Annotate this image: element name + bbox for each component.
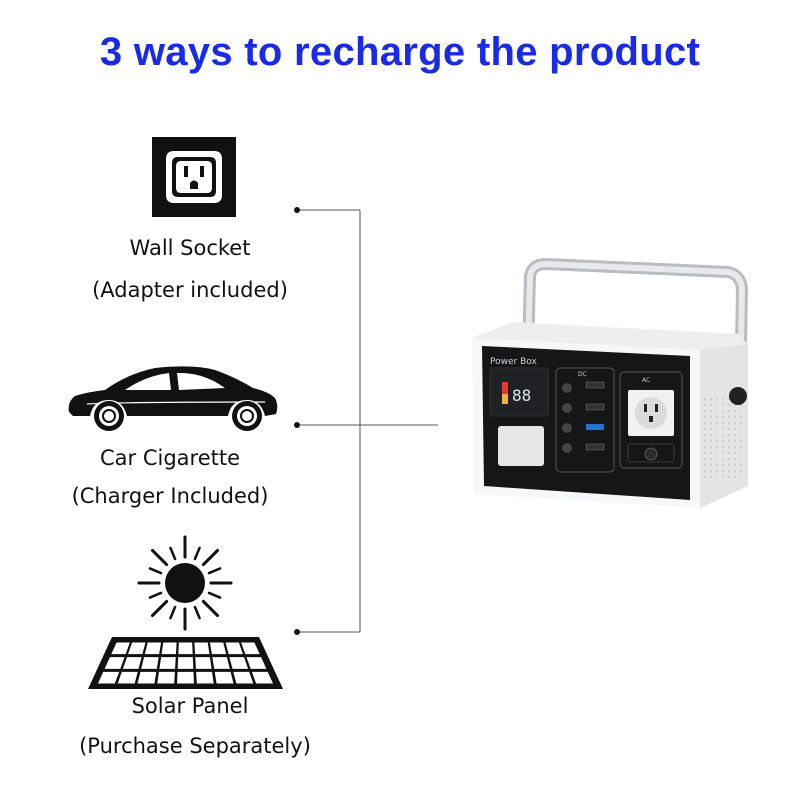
sun-ray bbox=[150, 548, 169, 567]
sun-ray bbox=[193, 546, 201, 561]
solar-cell bbox=[209, 642, 227, 655]
solar-cell bbox=[241, 642, 260, 655]
solar-note: (Purchase Separately) bbox=[79, 734, 311, 758]
solar-cell bbox=[144, 642, 162, 655]
solar-cell bbox=[195, 657, 212, 669]
solar-cell bbox=[229, 657, 249, 669]
sun-ray bbox=[169, 605, 177, 620]
dc-label: DC bbox=[578, 371, 587, 378]
solar-cell bbox=[233, 671, 254, 684]
car-icon bbox=[65, 362, 280, 434]
solar-cell bbox=[117, 671, 138, 684]
wall-socket-name: Wall Socket bbox=[129, 236, 251, 260]
sun-ray bbox=[150, 599, 169, 618]
car-note: (Charger Included) bbox=[71, 484, 269, 508]
solar-cell bbox=[157, 671, 175, 684]
solar-cell bbox=[178, 642, 193, 655]
sun-ray bbox=[148, 567, 163, 575]
solar-cell bbox=[161, 642, 177, 655]
sun-ray bbox=[169, 546, 177, 561]
sun-ray bbox=[201, 548, 220, 567]
connector-dot bbox=[294, 422, 300, 428]
ac-label: AC bbox=[642, 377, 650, 384]
display-readout: 88 bbox=[512, 386, 531, 405]
solar-cell bbox=[246, 657, 267, 669]
sun-ray bbox=[201, 599, 220, 618]
wall-socket-icon bbox=[152, 137, 236, 217]
sun-ray bbox=[148, 591, 163, 599]
solar-cell bbox=[159, 657, 176, 669]
solar-cell bbox=[122, 657, 142, 669]
sun-icon bbox=[137, 535, 233, 631]
connector-dot bbox=[294, 207, 300, 213]
solar-cell bbox=[214, 671, 234, 684]
solar-cell bbox=[194, 642, 210, 655]
solar-cell bbox=[137, 671, 157, 684]
page-title: 3 ways to recharge the product bbox=[99, 30, 701, 74]
power-station-image: 88 Power Box DC AC bbox=[468, 258, 750, 516]
solar-name: Solar Panel bbox=[131, 694, 249, 718]
solar-cell bbox=[251, 671, 274, 684]
solar-panel-icon bbox=[88, 637, 283, 689]
brand-label: Power Box bbox=[490, 357, 537, 367]
solar-cell bbox=[97, 671, 120, 684]
solar-cell bbox=[141, 657, 159, 669]
solar-cell bbox=[212, 657, 230, 669]
solar-cell bbox=[104, 657, 125, 669]
solar-cell bbox=[111, 642, 130, 655]
sun-ray bbox=[207, 567, 222, 575]
solar-cell bbox=[177, 657, 194, 669]
solar-cell bbox=[196, 671, 214, 684]
sun-ray bbox=[207, 591, 222, 599]
connector-dot bbox=[294, 629, 300, 635]
wall-socket-note: (Adapter included) bbox=[92, 278, 288, 302]
solar-cell bbox=[128, 642, 146, 655]
solar-cell bbox=[225, 642, 243, 655]
solar-cell bbox=[177, 671, 194, 684]
car-name: Car Cigarette bbox=[99, 446, 241, 470]
sun-ray bbox=[193, 605, 201, 620]
